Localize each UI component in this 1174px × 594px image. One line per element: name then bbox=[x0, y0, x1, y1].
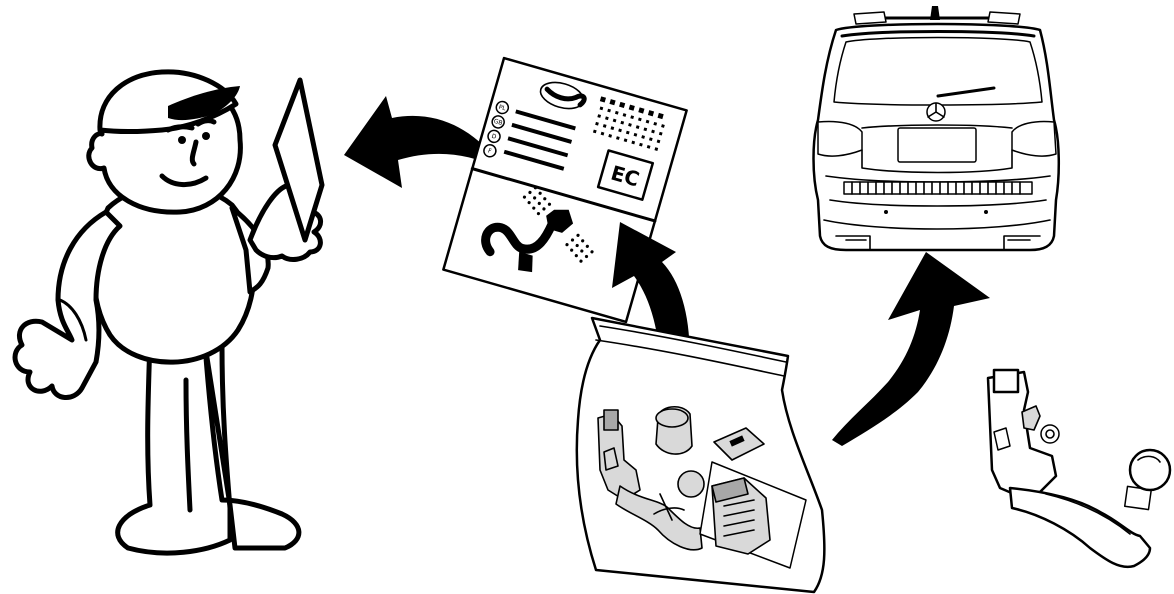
bumper-grille-strip bbox=[844, 182, 1032, 194]
towbar-kit-bag bbox=[577, 318, 825, 592]
arrow-to-car bbox=[832, 252, 990, 446]
car-rear-view-illustration bbox=[814, 6, 1059, 250]
mercedes-star-logo bbox=[927, 103, 945, 121]
detached-towbar-illustration bbox=[988, 370, 1170, 567]
inspector-figure-illustration bbox=[15, 72, 322, 553]
